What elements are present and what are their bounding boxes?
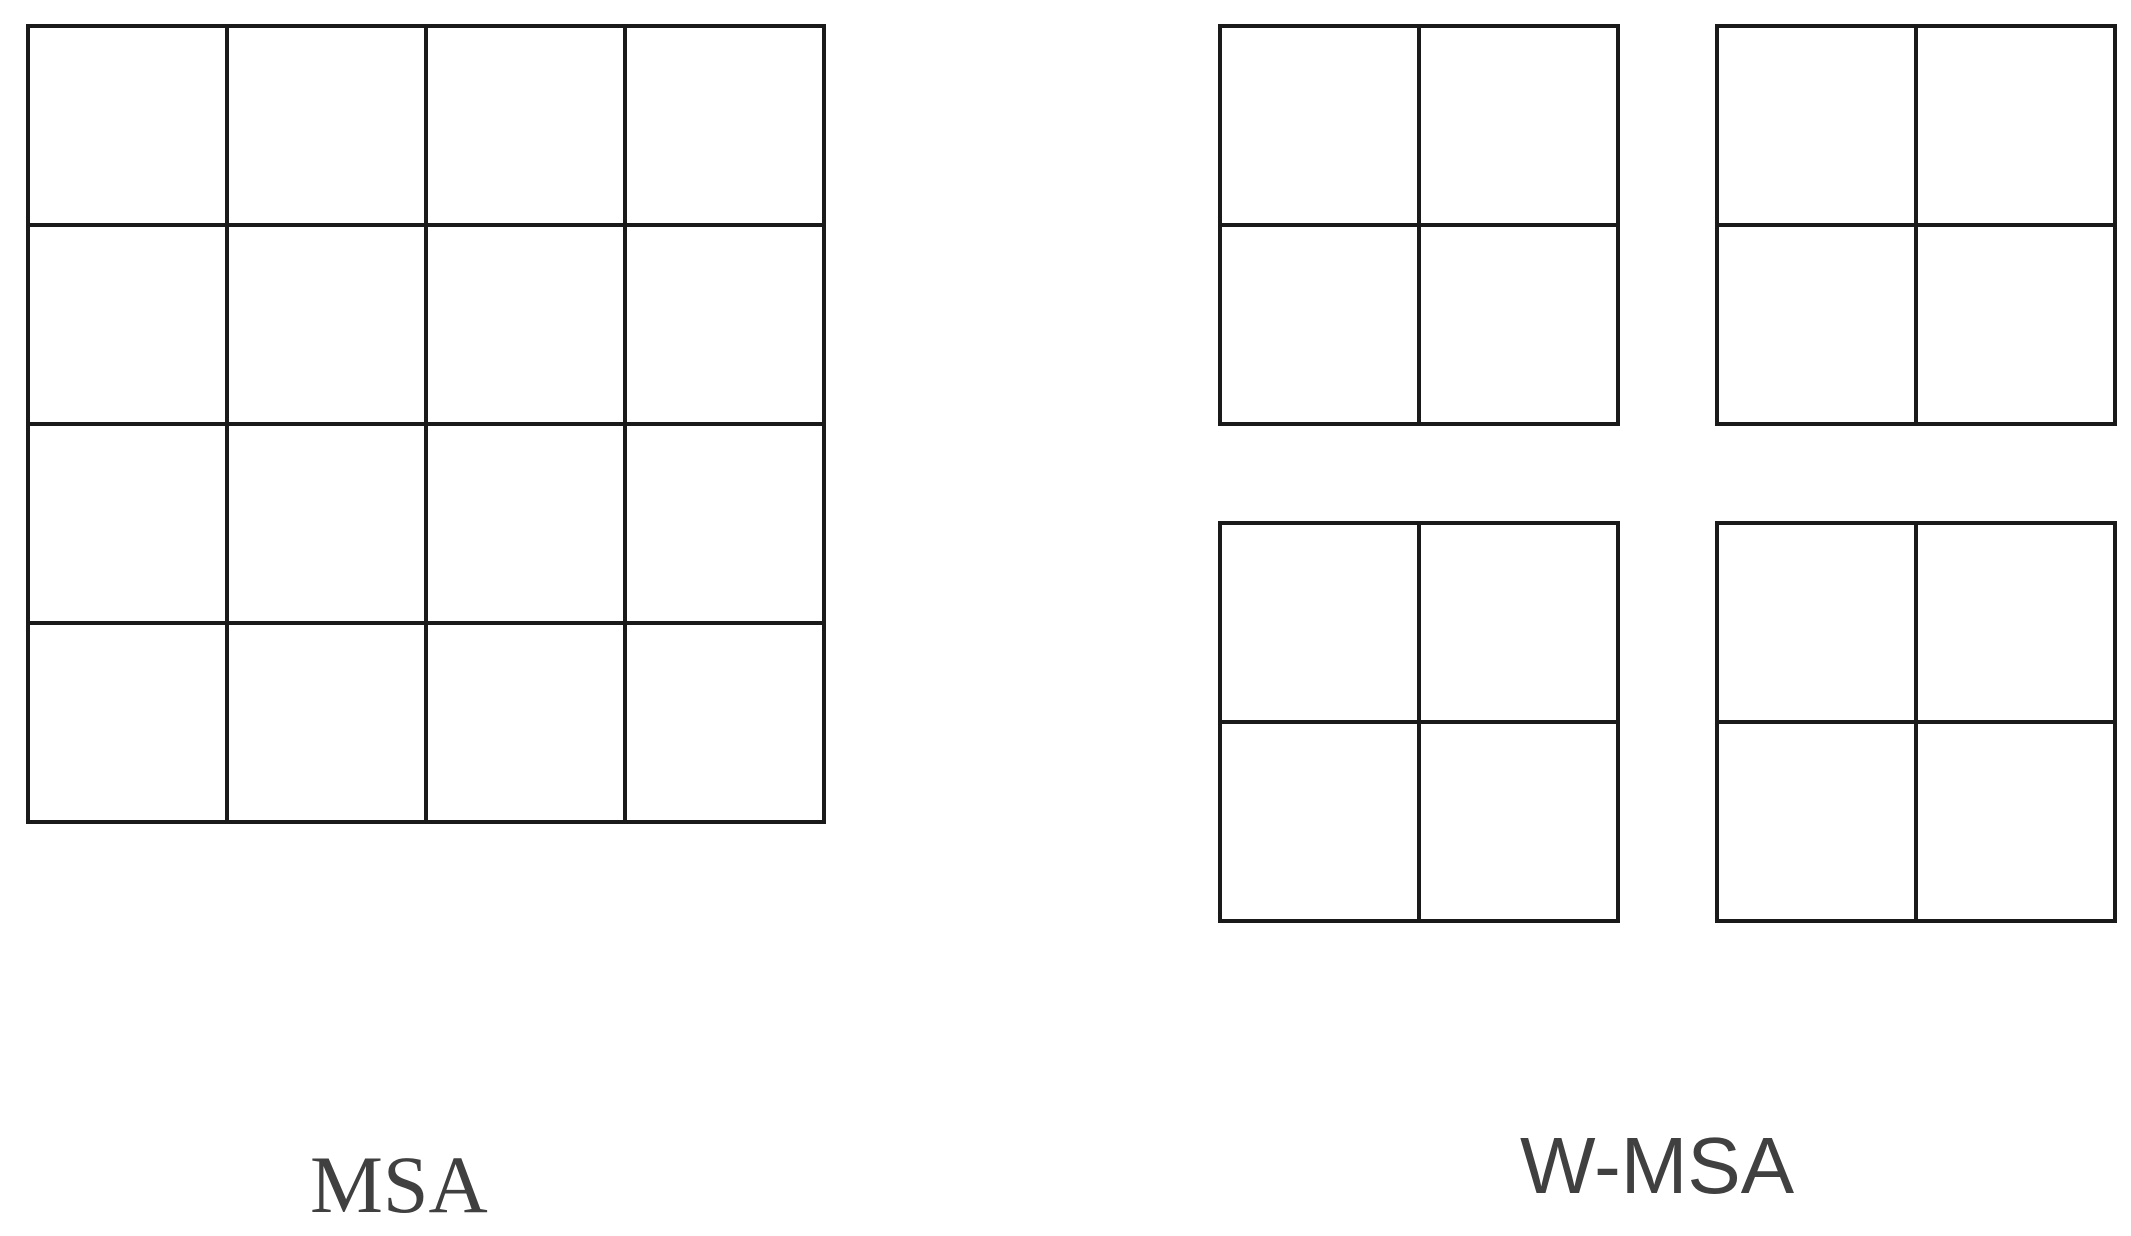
wmsa-window-cell bbox=[1417, 223, 1620, 426]
wmsa-window-cell bbox=[1715, 24, 1918, 227]
wmsa-window-cell bbox=[1417, 521, 1620, 724]
msa-grid-block-cell bbox=[225, 621, 428, 824]
wmsa-window-cell bbox=[1218, 521, 1421, 724]
msa-grid-block-cell bbox=[225, 223, 428, 426]
wmsa-window-cell bbox=[1417, 720, 1620, 923]
msa-grid-block bbox=[26, 24, 826, 824]
wmsa-window-cell bbox=[1417, 24, 1620, 227]
wmsa-window-cell bbox=[1914, 223, 2117, 426]
wmsa-windows bbox=[1218, 24, 2117, 923]
wmsa-window-cell bbox=[1218, 223, 1421, 426]
wmsa-window-cell bbox=[1914, 24, 2117, 227]
msa-grid-block-cell bbox=[424, 422, 627, 625]
msa-grid bbox=[26, 24, 826, 824]
msa-grid-block-cell bbox=[623, 621, 826, 824]
wmsa-window-cell bbox=[1914, 720, 2117, 923]
wmsa-window-cell bbox=[1715, 521, 1918, 724]
wmsa-window-cell bbox=[1715, 223, 1918, 426]
wmsa-window-cell bbox=[1218, 720, 1421, 923]
msa-label: MSA bbox=[310, 1139, 488, 1230]
wmsa-window-cell bbox=[1715, 720, 1918, 923]
msa-grid-block-cell bbox=[26, 422, 229, 625]
msa-grid-block-cell bbox=[623, 24, 826, 227]
wmsa-window bbox=[1715, 24, 2117, 426]
msa-grid-block-cell bbox=[26, 621, 229, 824]
msa-grid-block-cell bbox=[225, 422, 428, 625]
msa-grid-block-cell bbox=[424, 24, 627, 227]
wmsa-label: W-MSA bbox=[1520, 1121, 1795, 1210]
msa-grid-block-cell bbox=[225, 24, 428, 227]
wmsa-window bbox=[1218, 24, 1620, 426]
wmsa-window-cell bbox=[1914, 521, 2117, 724]
msa-grid-block-cell bbox=[26, 223, 229, 426]
msa-grid-block-cell bbox=[26, 24, 229, 227]
msa-grid-block-cell bbox=[424, 223, 627, 426]
wmsa-window-cell bbox=[1218, 24, 1421, 227]
msa-grid-block-cell bbox=[424, 621, 627, 824]
wmsa-window bbox=[1218, 521, 1620, 923]
msa-grid-block-cell bbox=[623, 422, 826, 625]
msa-grid-block-cell bbox=[623, 223, 826, 426]
wmsa-window bbox=[1715, 521, 2117, 923]
